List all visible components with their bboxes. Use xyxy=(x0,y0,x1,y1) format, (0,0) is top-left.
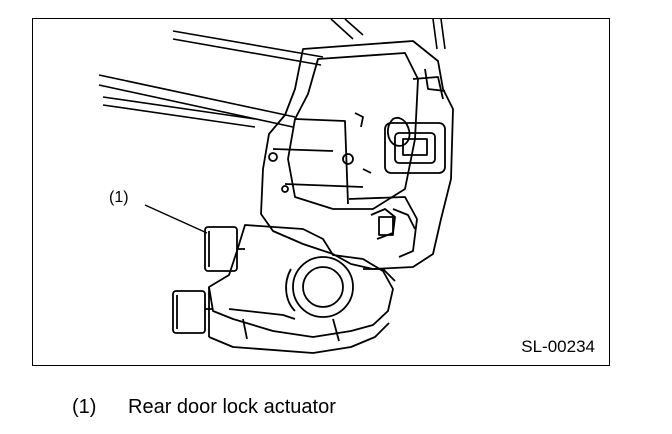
linkage-rods xyxy=(98,19,446,128)
actuator-body xyxy=(208,224,396,354)
door-lock-illustration xyxy=(98,19,454,354)
legend-number: (1) xyxy=(72,396,97,418)
lock-housing xyxy=(260,40,454,270)
legend-item: (1) Rear door lock actuator xyxy=(72,396,336,419)
figure-code: SL-00234 xyxy=(521,337,595,356)
actuator-connectors xyxy=(172,226,245,334)
figure-frame: (1) SL-00234 xyxy=(32,18,610,366)
callout-leader-line xyxy=(144,204,208,234)
callout-label: (1) xyxy=(109,189,129,206)
legend-text: Rear door lock actuator xyxy=(128,396,336,418)
